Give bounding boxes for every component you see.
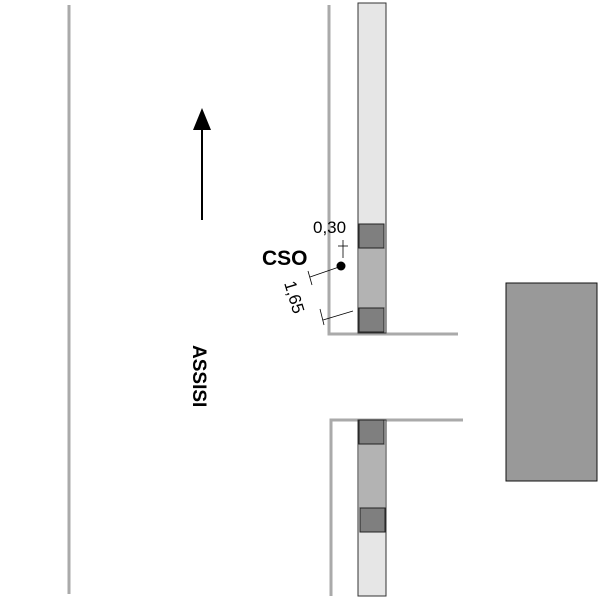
strip-mid-lower bbox=[359, 444, 385, 508]
dimension-distance bbox=[307, 266, 354, 326]
stop-box-4 bbox=[359, 507, 386, 533]
arrow-up-icon bbox=[193, 108, 211, 220]
curb-upper bbox=[327, 5, 458, 336]
cso-point bbox=[336, 261, 346, 271]
strip-mid-upper bbox=[359, 248, 385, 308]
curb-lower bbox=[329, 418, 463, 596]
dimension-offset bbox=[338, 240, 348, 258]
stop-box-1 bbox=[358, 223, 385, 249]
dimension-offset-label: 0,30 bbox=[313, 218, 346, 237]
stop-box-2 bbox=[358, 307, 385, 333]
dimension-distance-label: 1,65 bbox=[280, 279, 308, 316]
cso-label: CSO bbox=[262, 247, 308, 270]
building bbox=[505, 282, 598, 482]
street-name-label: ASSISI bbox=[188, 345, 209, 407]
stop-box-3 bbox=[358, 419, 385, 445]
